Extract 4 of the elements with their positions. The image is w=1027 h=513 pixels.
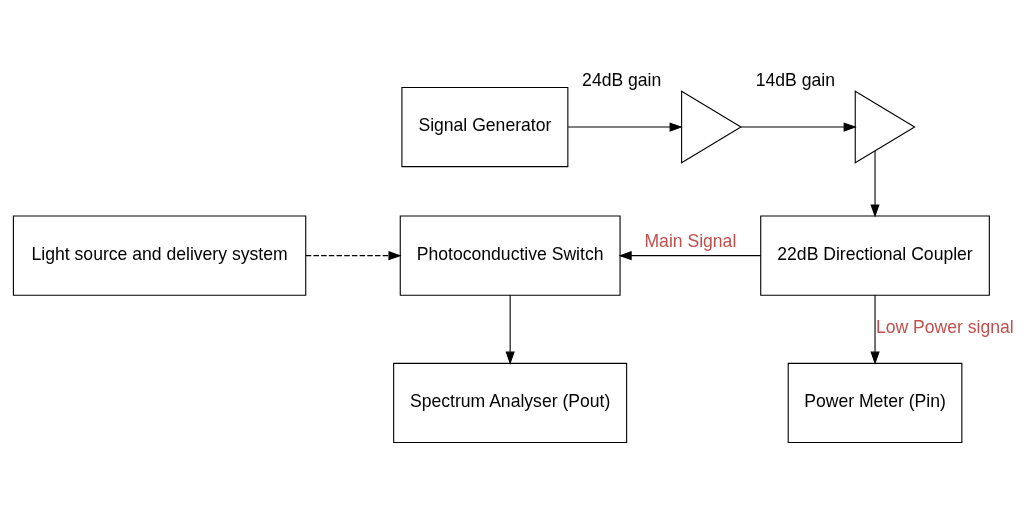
edge-label: Low Power signal bbox=[875, 316, 1014, 337]
edge-label: Main Signal bbox=[643, 230, 736, 251]
node-label: 24dB gain bbox=[581, 69, 661, 90]
node-label: 14dB gain bbox=[755, 69, 835, 90]
